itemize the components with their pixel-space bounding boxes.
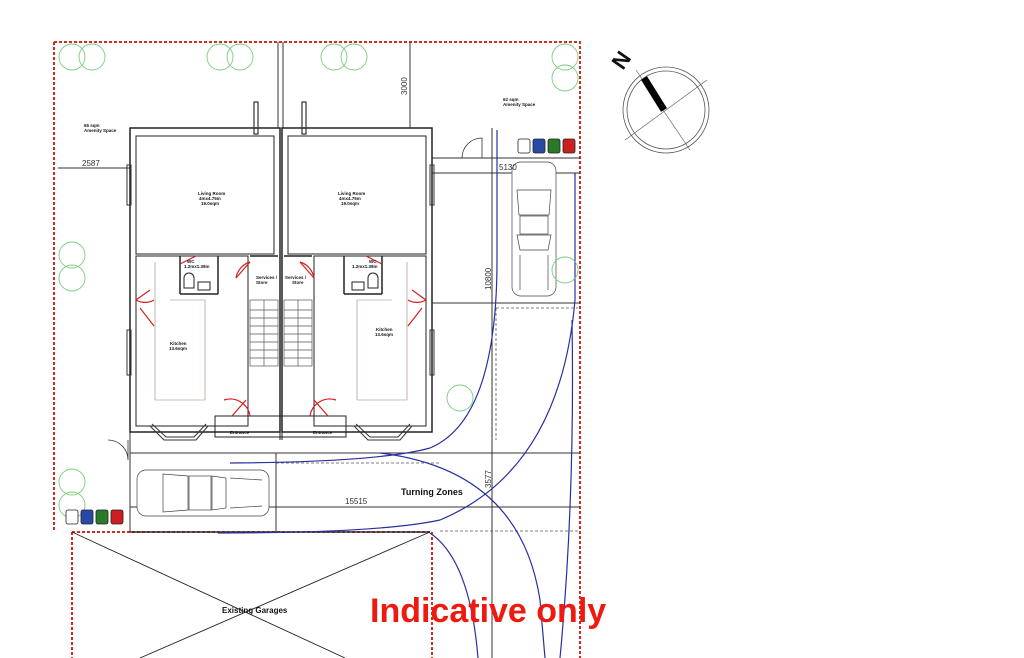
- indicative-stamp: Indicative only: [370, 592, 606, 630]
- dim-road-width: 3577: [484, 470, 493, 488]
- turning-zones-label: Turning Zones: [401, 487, 463, 497]
- dim-road-length: 15515: [345, 497, 368, 506]
- bay-windows: [126, 164, 435, 441]
- rear-flues: [253, 101, 307, 135]
- dim-rear-garden: 3000: [400, 77, 409, 95]
- garages-cross: [71, 531, 431, 658]
- services-left-store: Store: [256, 280, 268, 285]
- kitchen-left-name: Kitchen: [170, 341, 187, 346]
- dim-right-width: 5130: [499, 163, 517, 172]
- north-arrow-icon: [622, 66, 710, 154]
- compass-north-label: N: [606, 46, 636, 73]
- bins-top: [517, 138, 576, 154]
- trees: [58, 43, 579, 519]
- wc-right-size: 1.2mx1.39m: [352, 264, 378, 269]
- services-left-name: Services /: [256, 275, 278, 280]
- living-left-size: 4mx4.75m: [199, 196, 221, 201]
- amenity-right-area: 62 sqm: [503, 97, 519, 102]
- services-right-name: Services /: [285, 275, 307, 280]
- living-right-size: 4mx4.75m: [339, 196, 361, 201]
- existing-garages-label: Existing Garages: [222, 606, 288, 615]
- dim-left-setback: 2587: [82, 159, 100, 168]
- amenity-left-area: 65 sqm: [84, 123, 100, 128]
- living-right-area: 19.0sqm: [341, 201, 359, 206]
- wc-right-name: WC: [369, 259, 377, 264]
- parking-dashed: [276, 307, 580, 532]
- services-right-store: Store: [292, 280, 304, 285]
- amenity-right-label: Amenity Space: [503, 102, 536, 107]
- car-right: [511, 161, 557, 297]
- turning-paths: [217, 130, 576, 658]
- amenity-left-label: Amenity Space: [84, 128, 117, 133]
- entrance-left: Entrance: [230, 430, 250, 435]
- car-left: [136, 469, 270, 517]
- kitchen-left-area: 13.6sqm: [169, 346, 187, 351]
- wc-left-name: WC: [187, 259, 195, 264]
- living-left-area: 19.0sqm: [201, 201, 219, 206]
- living-right-name: Living Room: [338, 191, 365, 196]
- staircase: [249, 299, 313, 367]
- entrance-right: Entrance: [313, 430, 333, 435]
- living-left-name: Living Room: [198, 191, 225, 196]
- house-walls: [129, 127, 433, 440]
- kitchen-counters: [154, 262, 408, 401]
- dim-parking-length: 10800: [484, 267, 493, 290]
- gate-doors: [107, 137, 483, 461]
- site-boundary: [53, 41, 581, 658]
- wc-fixtures: [183, 272, 379, 291]
- kitchen-right-name: Kitchen: [376, 327, 393, 332]
- door-swings: [135, 255, 427, 417]
- bins-bottom: [65, 509, 124, 525]
- wc-left-size: 1.2mx1.39m: [184, 264, 210, 269]
- kitchen-right-area: 13.6sqm: [375, 332, 393, 337]
